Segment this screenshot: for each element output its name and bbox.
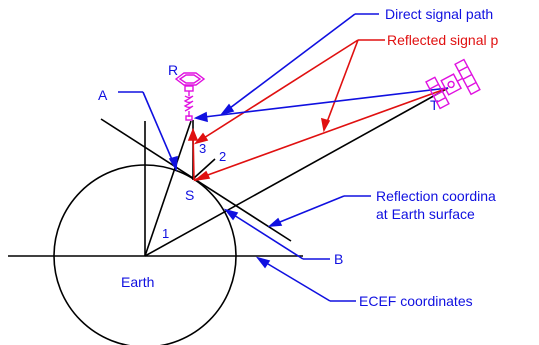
reflected-leader-1-arrow xyxy=(193,132,209,145)
direct-signal-arrowhead xyxy=(193,111,208,123)
direct-signal-path-line xyxy=(195,87,449,119)
ecef-leader-arrow xyxy=(255,256,271,269)
reflection-coordinates-label-line1: Reflection coordina xyxy=(376,188,496,204)
receiver-antenna-icon xyxy=(174,72,206,121)
direct-leader-diagonal xyxy=(221,13,356,115)
reflected-signal-path-label: Reflected signal p xyxy=(387,32,499,48)
point-a-leader-arrow xyxy=(168,155,178,172)
transmitter-label: T xyxy=(430,97,439,113)
angle-1-label: 1 xyxy=(162,226,169,241)
reflected-path-transmitter-to-specular xyxy=(193,87,449,181)
point-b-label: B xyxy=(334,251,343,267)
reflected-leader-2-arrow xyxy=(320,117,331,133)
direct-signal-path-label: Direct signal path xyxy=(385,6,493,22)
angle-3-label: 3 xyxy=(199,141,206,156)
reflection-coordinates-label-line2: at Earth surface xyxy=(376,206,475,222)
point-a-label: A xyxy=(98,87,108,103)
point-a-leader-diagonal xyxy=(142,91,177,170)
receiver-label: R xyxy=(168,62,178,78)
angle-2-label: 2 xyxy=(219,149,226,164)
specular-arrowhead xyxy=(193,170,211,182)
reflection-coords-leader-diagonal xyxy=(269,195,345,227)
ecef-leader-diagonal xyxy=(257,257,331,302)
reflection-coords-leader-arrow xyxy=(267,217,283,228)
surface-normal-line xyxy=(193,158,216,179)
ecef-coordinates-label: ECEF coordinates xyxy=(359,293,473,309)
point-b-leader-arrow xyxy=(223,208,239,221)
reflected-leader-2 xyxy=(323,39,359,131)
transmitter-satellite-icon xyxy=(425,58,481,110)
earth-label: Earth xyxy=(121,274,154,290)
receiver-arrowhead xyxy=(187,127,199,141)
point-b-leader-diagonal xyxy=(225,209,304,260)
specular-point-label: S xyxy=(185,187,194,203)
earth-center-to-transmitter-line xyxy=(144,87,449,257)
earth-center-to-receiver-line xyxy=(144,120,192,257)
direct-leader-arrow xyxy=(219,103,235,116)
reflected-leader-1 xyxy=(195,39,359,144)
